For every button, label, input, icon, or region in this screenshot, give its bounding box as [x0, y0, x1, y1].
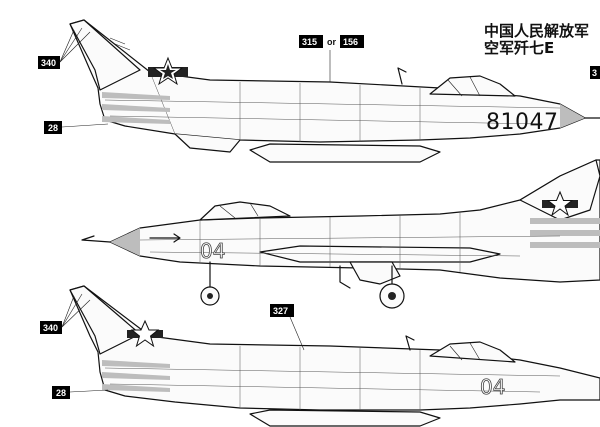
bort-number-middle: 04	[200, 239, 225, 263]
svg-text:28: 28	[48, 123, 58, 133]
star-insignia-bottom	[127, 319, 163, 348]
svg-text:315: 315	[302, 37, 317, 47]
svg-text:156: 156	[343, 37, 358, 47]
callout-327: 327	[270, 304, 305, 351]
callout-340-bottom: 340	[40, 293, 91, 334]
callout-340-top: 340	[38, 27, 91, 69]
callout-315-or-156: 315 or 156	[299, 35, 364, 82]
svg-text:28: 28	[56, 388, 66, 398]
svg-text:340: 340	[41, 58, 56, 68]
callout-3-right: 3	[590, 66, 600, 79]
aircraft-middle-side-view: 04	[81, 159, 600, 309]
star-insignia-middle	[542, 190, 578, 217]
serial-number-top: 81047	[486, 110, 559, 135]
title-line-2: 空军歼七E	[484, 39, 554, 57]
callout-28-top: 28	[44, 121, 109, 134]
aircraft-top-side-view: 81047	[69, 19, 600, 163]
callout-28-bottom: 28	[52, 386, 109, 399]
star-insignia-top	[148, 56, 188, 86]
title-line-1: 中国人民解放军	[484, 22, 589, 40]
svg-text:327: 327	[273, 306, 288, 316]
svg-text:3: 3	[592, 68, 597, 78]
bort-number-bottom: 04	[480, 375, 505, 399]
svg-text:340: 340	[43, 323, 58, 333]
svg-text:or: or	[327, 37, 336, 47]
aircraft-bottom-side-view: 04	[69, 285, 600, 427]
